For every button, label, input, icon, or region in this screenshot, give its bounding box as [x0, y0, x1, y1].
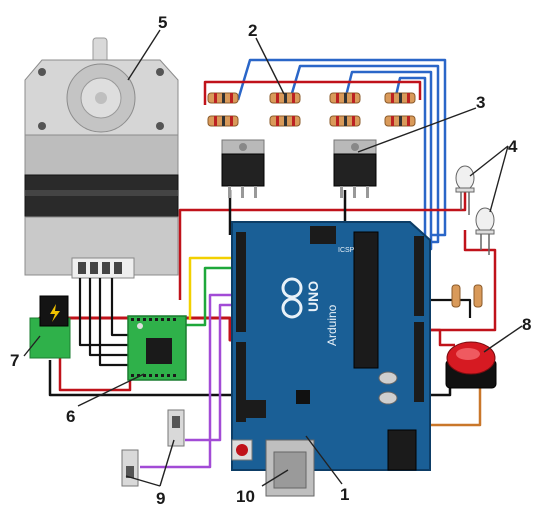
wire-blue [393, 76, 427, 256]
wire-black [430, 298, 472, 318]
wire-red [430, 230, 497, 332]
wire-red [203, 80, 422, 105]
callout-4: 4 [508, 137, 518, 156]
resistor-icon [329, 92, 361, 127]
wire-blue [288, 64, 440, 244]
resistor-array [207, 92, 416, 127]
transistor-icon [333, 139, 377, 198]
wire-black [98, 278, 140, 367]
led-icon [455, 165, 475, 215]
wire-red [178, 190, 467, 300]
callout-7: 7 [10, 351, 19, 370]
wire-purple [185, 303, 240, 442]
callout-8: 8 [522, 315, 531, 334]
slide-switch-icon[interactable] [167, 409, 185, 447]
push-button-icon[interactable] [445, 341, 497, 389]
wire-yellow [188, 256, 240, 320]
callout-10: 10 [236, 487, 255, 506]
icsp-label: ICSP [338, 247, 355, 254]
arduino-logo: UNO Arduino [281, 277, 339, 346]
wire-purple [140, 293, 240, 469]
resistor-icon [451, 284, 483, 308]
callout-1: 1 [340, 485, 349, 504]
callout-9: 9 [156, 489, 165, 508]
board-logo-text: UNO [305, 281, 321, 312]
wire-green [185, 266, 240, 327]
resistor-icon [384, 92, 416, 127]
power-jack-icon [29, 295, 71, 359]
callout-5: 5 [158, 13, 167, 32]
stepper-motor-icon [24, 37, 179, 279]
wire-black [78, 278, 140, 347]
callout-6: 6 [66, 407, 75, 426]
slide-switch-icon[interactable] [121, 449, 139, 487]
callout-3: 3 [476, 93, 485, 112]
wire-blue [236, 58, 447, 237]
wire-black [88, 278, 140, 357]
callout-2: 2 [248, 21, 257, 40]
wire-red [58, 340, 132, 392]
callout-labels: 5 2 3 4 8 7 6 9 10 1 [10, 13, 531, 508]
resistor-icon [207, 92, 239, 127]
arduino-uno-board: ICSP UNO Arduino [231, 221, 431, 471]
transistor-icon [221, 139, 265, 198]
leader-lines [23, 29, 523, 487]
resistor-icon [269, 92, 301, 127]
usb-connector-icon [265, 439, 315, 497]
stepper-driver-board [127, 315, 187, 381]
led-icon [475, 207, 495, 255]
board-brand-text: Arduino [325, 304, 339, 346]
